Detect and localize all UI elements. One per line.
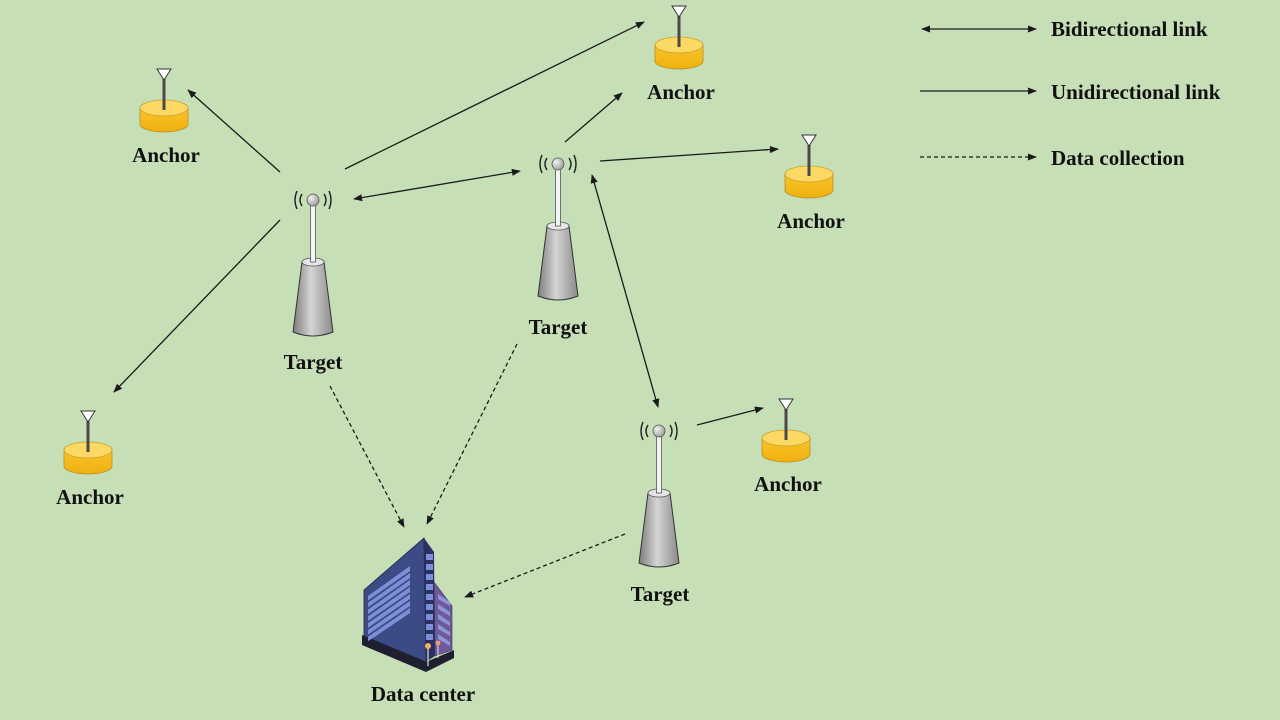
target-node-target2: Target <box>529 154 588 339</box>
anchor-node-icon <box>63 410 113 475</box>
target-label: Target <box>631 582 690 606</box>
anchor-node-anchor2: Anchor <box>647 5 715 104</box>
legend: Bidirectional link Unidirectional link D… <box>920 17 1221 170</box>
data-edge-target3-to-datacenter <box>464 533 626 598</box>
datacenter-node-datacenter: Data center <box>362 537 475 706</box>
datacenter-label: Data center <box>371 682 475 706</box>
anchor-label: Anchor <box>56 485 124 509</box>
anchor-label: Anchor <box>754 472 822 496</box>
anchor-node-icon <box>139 68 189 133</box>
target-label: Target <box>529 315 588 339</box>
building-icon <box>362 537 454 672</box>
legend-unidirectional-label: Unidirectional link <box>1051 80 1221 104</box>
anchor-node-anchor3: Anchor <box>777 134 845 233</box>
target-tower-icon <box>292 190 334 337</box>
target-label: Target <box>284 350 343 374</box>
target-tower-icon <box>537 154 579 301</box>
anchor-node-anchor4: Anchor <box>56 410 124 509</box>
anchor-label: Anchor <box>132 143 200 167</box>
unidirectional-edge-target2-to-anchor2 <box>564 92 623 143</box>
target-tower-icon <box>638 421 680 568</box>
edges-layer <box>113 21 779 598</box>
anchor-label: Anchor <box>777 209 845 233</box>
data-edge-target2-to-datacenter <box>426 343 518 525</box>
unidirectional-edge-target3-to-anchor5 <box>696 406 764 426</box>
anchor-node-anchor5: Anchor <box>754 398 822 496</box>
target-node-target1: Target <box>284 190 343 374</box>
anchor-node-icon <box>654 5 704 70</box>
bidirectional-edge-target1-to-target2 <box>353 168 521 202</box>
nodes-layer: AnchorAnchorAnchorAnchorAnchorTargetTarg… <box>56 5 845 706</box>
anchor-node-anchor1: Anchor <box>132 68 200 167</box>
anchor-node-icon <box>761 398 811 463</box>
unidirectional-edge-target1-to-anchor1 <box>187 89 281 173</box>
anchor-node-icon <box>784 134 834 199</box>
unidirectional-edge-target1-to-anchor2 <box>344 21 645 170</box>
data-edge-target1-to-datacenter <box>329 385 405 528</box>
anchor-label: Anchor <box>647 80 715 104</box>
unidirectional-edge-target1-to-anchor4 <box>113 219 281 393</box>
legend-data-collection-label: Data collection <box>1051 146 1185 170</box>
legend-bidirectional-label: Bidirectional link <box>1051 17 1208 41</box>
bidirectional-edge-target2-to-target3 <box>590 174 660 408</box>
unidirectional-edge-target2-to-anchor3 <box>599 145 779 162</box>
target-node-target3: Target <box>631 421 690 606</box>
